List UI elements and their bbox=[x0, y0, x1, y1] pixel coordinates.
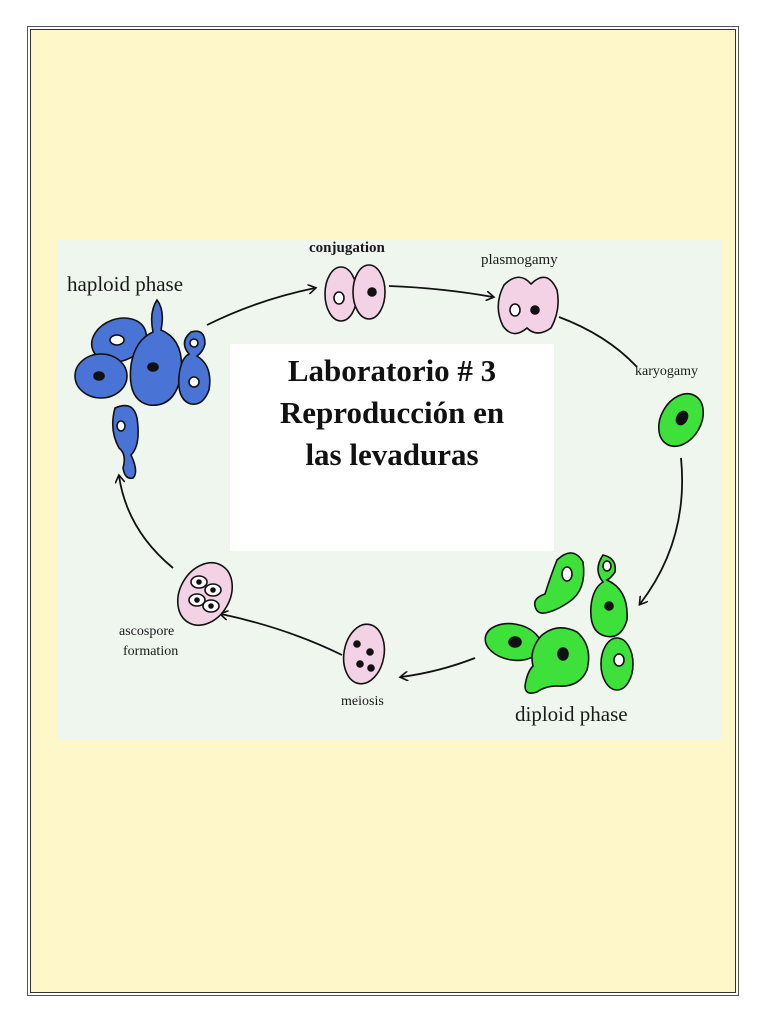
label-haploid-phase: haploid phase bbox=[67, 272, 184, 296]
label-karyogamy: karyogamy bbox=[635, 364, 698, 379]
haploid-cells bbox=[74, 298, 211, 480]
arrow-conjugation-to-plasmogamy bbox=[388, 285, 493, 297]
karyogamy-cell bbox=[657, 392, 705, 448]
arrow-haploid-to-conjugation bbox=[206, 288, 315, 326]
conjugation-cells bbox=[324, 264, 386, 322]
life-cycle-drawing bbox=[74, 264, 705, 694]
title-box: Laboratorio # 3 Reproducción en las leva… bbox=[230, 344, 554, 551]
title-line-1: Laboratorio # 3 bbox=[287, 353, 497, 388]
arrow-karyogamy-to-diploid bbox=[640, 457, 684, 604]
diploid-cells bbox=[484, 552, 634, 694]
ascospore-cell bbox=[176, 562, 234, 626]
label-plasmogamy: plasmogamy bbox=[481, 252, 558, 268]
arrow-plasmogamy-to-karyogamy bbox=[558, 316, 638, 368]
plasmogamy-cell bbox=[497, 276, 559, 335]
arrow-diploid-to-meiosis bbox=[401, 657, 476, 677]
title-line-2: Reproducción en bbox=[279, 395, 505, 430]
arrow-ascospore-to-haploid bbox=[119, 476, 174, 569]
meiosis-cell bbox=[342, 623, 386, 685]
label-formation: formation bbox=[123, 644, 179, 659]
label-meiosis: meiosis bbox=[341, 694, 384, 709]
label-diploid-phase: diploid phase bbox=[515, 702, 628, 726]
title-line-3: las levaduras bbox=[305, 437, 479, 472]
label-ascospore: ascospore bbox=[119, 624, 175, 639]
label-conjugation: conjugation bbox=[309, 240, 385, 256]
arrow-meiosis-to-ascospore bbox=[221, 614, 343, 656]
